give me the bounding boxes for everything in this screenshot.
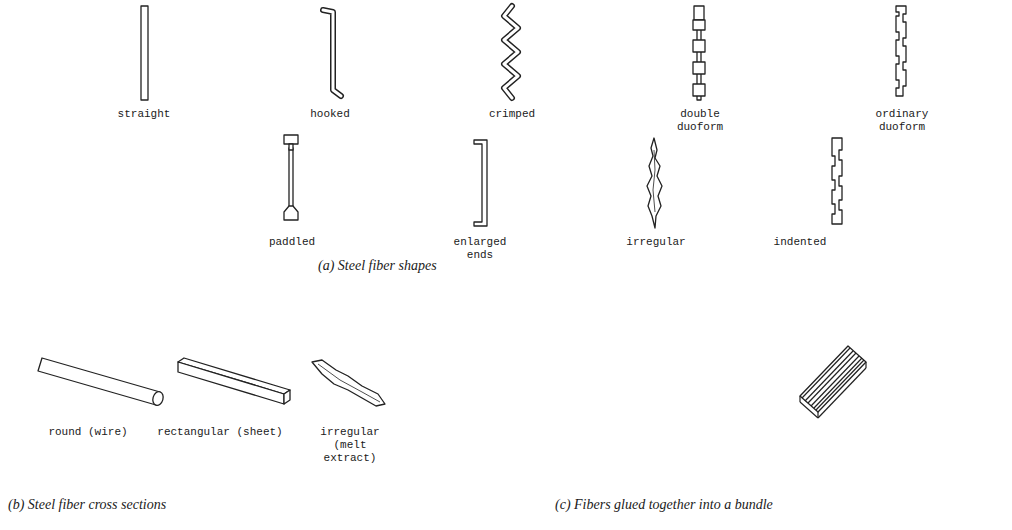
shape-label: irregular [611,236,701,249]
shape-label: indented [760,236,840,249]
enlarged-ends-fiber [474,140,487,226]
section-label: irregular (melt extract) [305,426,395,465]
shape-label: ordinary duoform [862,108,942,134]
figure-caption: (a) Steel fiber shapes [318,258,437,274]
section-label: round (wire) [33,426,143,439]
figure-caption: (b) Steel fiber cross sections [8,497,166,513]
shape-label: enlarged ends [445,236,515,262]
shape-label: paddled [247,236,337,249]
glued-fiber-bundle [800,346,866,418]
paddled-fiber [284,135,298,220]
ordinary-duoform-fiber [896,6,906,96]
crimped-fiber [504,6,518,98]
melt-extract-section [312,360,385,406]
figure-caption: (c) Fibers glued together into a bundle [555,497,773,513]
shape-label: crimped [467,108,557,121]
round-wire-section [38,358,165,407]
indented-fiber [832,138,842,224]
straight-fiber [141,6,148,100]
irregular-fiber [647,138,662,228]
shape-label: double duoform [665,108,735,134]
rectangular-sheet-section [178,358,290,404]
double-duoform-fiber [693,6,705,100]
hooked-fiber [323,10,341,96]
shape-label: straight [99,108,189,121]
section-label: rectangular (sheet) [140,426,300,439]
shape-label: hooked [285,108,375,121]
